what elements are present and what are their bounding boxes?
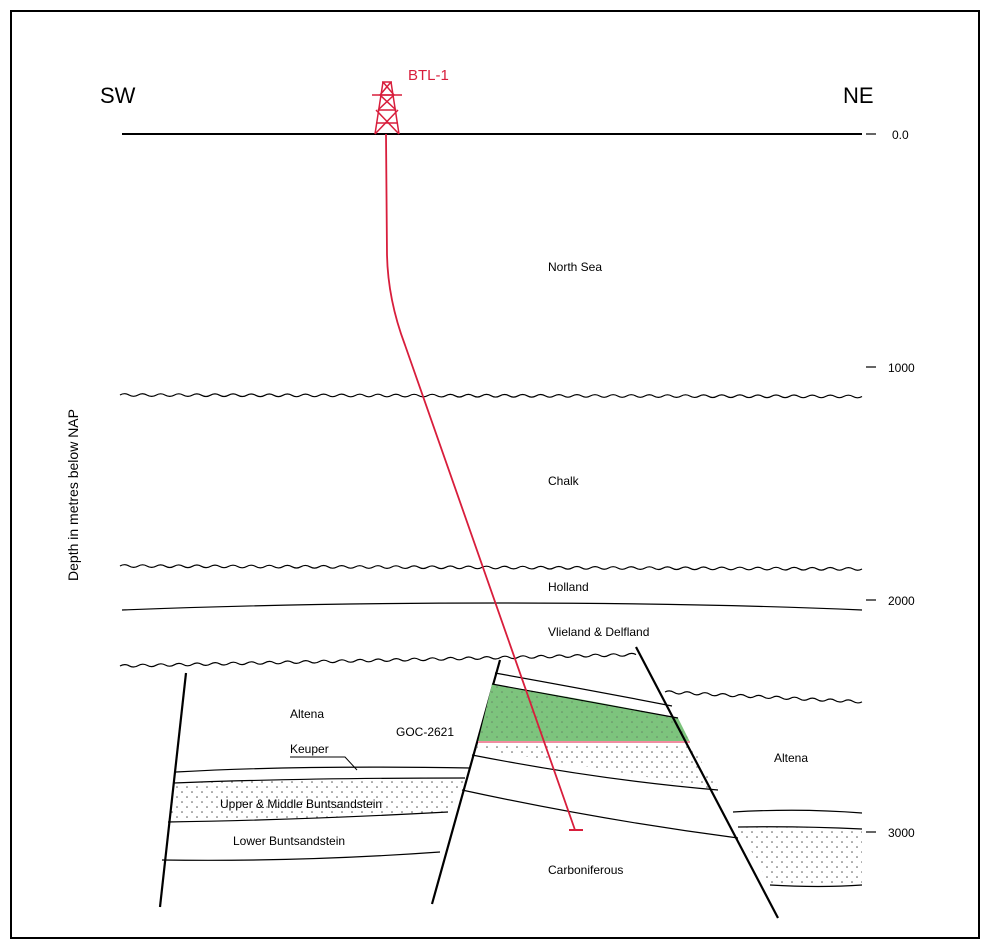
- well-trajectory: [385, 133, 576, 831]
- diagram-frame: [10, 10, 980, 939]
- right-base-line: [769, 884, 863, 888]
- depth-tick-1000: 1000: [888, 361, 915, 375]
- depth-ticks: [866, 133, 876, 833]
- label-holland: Holland: [548, 580, 589, 594]
- left-buntsandstein-sand-fill: [168, 778, 465, 822]
- label-goc: GOC-2621: [396, 725, 454, 739]
- left-buntsandstein-base: [167, 811, 449, 823]
- middle-sand-fill-top: [478, 684, 690, 742]
- label-lower-buntsandstein: Lower Buntsandstein: [233, 834, 345, 848]
- left-block-fault-left: [158, 672, 188, 908]
- label-keuper: Keuper: [290, 742, 329, 756]
- direction-ne: NE: [843, 83, 874, 108]
- label-altena-right: Altena: [774, 751, 808, 765]
- middle-top-line-1: [494, 672, 673, 707]
- rig-icon: [372, 81, 402, 135]
- label-vlieland-delfland: Vlieland & Delfland: [548, 625, 649, 639]
- label-altena-left: Altena: [290, 707, 324, 721]
- unconformity-right-block: [664, 690, 863, 704]
- label-carboniferous: Carboniferous: [548, 863, 623, 877]
- depth-axis-label: Depth in metres below NAP: [65, 409, 81, 581]
- middle-sand-base: [471, 754, 719, 791]
- right-sand-fill: [738, 826, 862, 887]
- depth-tick-2000: 2000: [888, 594, 915, 608]
- well-name: BTL-1: [408, 67, 449, 84]
- unconformity-base-vlieland: [119, 652, 637, 668]
- middle-block-fault-right: [635, 646, 779, 919]
- label-chalk: Chalk: [548, 474, 580, 488]
- middle-top-line-2: [491, 683, 679, 719]
- left-lower-bunt-base: [161, 851, 441, 861]
- depth-tick-3000: 3000: [888, 826, 915, 840]
- base-holland-line: [121, 602, 863, 611]
- right-top-line-2: [737, 826, 863, 830]
- unconformity-base-north-sea: [119, 393, 863, 399]
- label-upper-middle-buntsandstein: Upper & Middle Buntsandstein: [220, 797, 382, 811]
- middle-lower-line: [461, 789, 739, 839]
- left-keuper-top: [175, 766, 471, 773]
- keuper-leader: [290, 756, 358, 771]
- direction-sw: SW: [100, 83, 136, 108]
- right-top-line-1: [732, 809, 863, 814]
- left-keuper-base: [173, 777, 466, 784]
- label-north-sea: North Sea: [548, 260, 602, 274]
- unconformity-base-chalk: [119, 564, 863, 571]
- depth-tick-0: 0.0: [892, 128, 909, 142]
- middle-sand-fill: [472, 742, 718, 790]
